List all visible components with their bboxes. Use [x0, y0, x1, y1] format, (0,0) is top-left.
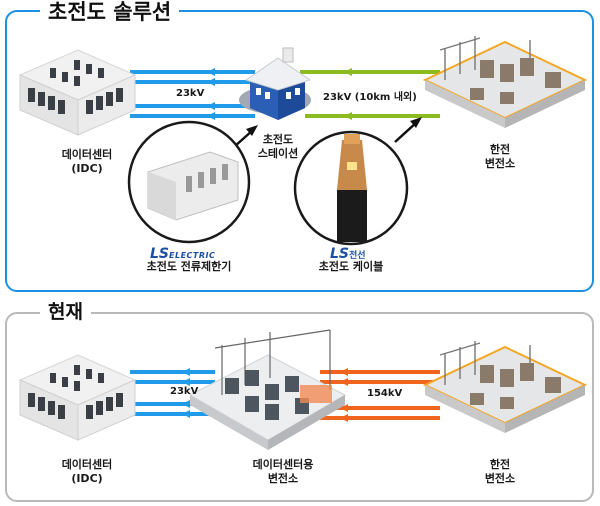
idc-label-bottom: 데이터센터 (IDC) [42, 458, 132, 486]
kepco-label-bottom: 한전 변전소 [465, 458, 535, 486]
ls-electric-logo: LSELECTRIC [150, 243, 215, 262]
blue-arrowheads-top [207, 68, 215, 120]
idc-label-line2: (IDC) [71, 162, 103, 175]
idc-label-bottom-line2: (IDC) [71, 472, 103, 485]
idc-substation-label-line1: 데이터센터용 [252, 458, 314, 471]
kepco-label-top: 한전 변전소 [465, 143, 535, 171]
ls-cable-logo-word: 전선 [349, 251, 366, 261]
ls-cable-logo: LS전선 [330, 243, 366, 262]
voltage-label-kepco-top: 23kV (10km 내외) [323, 92, 417, 103]
blue-flow-lines-top [130, 70, 255, 118]
station-label-line1: 초전도 [262, 133, 294, 146]
ls-electric-logo-ls: LS [150, 246, 170, 262]
idc-substation-label: 데이터센터용 변전소 [238, 458, 328, 486]
kepco-substation-top [422, 36, 588, 128]
idc-label-bottom-line1: 데이터센터 [61, 458, 113, 471]
idc-servers-top [18, 49, 137, 136]
voltage-label-kepco-bottom: 154kV [367, 388, 403, 399]
ls-electric-logo-word: ELECTRIC [169, 251, 216, 260]
idc-label-top: 데이터센터 (IDC) [42, 148, 132, 176]
station-label-line2: 스테이션 [257, 147, 299, 160]
ls-cable-logo-ls: LS [330, 246, 350, 262]
idc-servers-bottom [18, 354, 137, 441]
superconducting-cable-illustration [293, 130, 409, 246]
current-title: 현재 [40, 300, 91, 324]
limiter-caption: 초전도 전류제한기 [146, 260, 232, 273]
superconducting-station-building [239, 47, 312, 120]
cable-caption: 초전도 케이블 [318, 260, 384, 273]
voltage-label-idc-top: 23kV [176, 88, 205, 99]
voltage-label-idc-bottom: 23kV [170, 386, 199, 397]
kepco-label-line1: 한전 [489, 143, 511, 156]
kepco-label-line2: 변전소 [484, 157, 516, 170]
solution-title: 초전도 솔루션 [40, 0, 180, 24]
orange-arrowheads [340, 368, 348, 422]
idc-substation [188, 329, 347, 450]
kepco-label-bottom-line1: 한전 [489, 458, 511, 471]
blue-arrowheads-bottom [182, 368, 190, 418]
kepco-label-bottom-line2: 변전소 [484, 472, 516, 485]
green-arrowheads [344, 68, 352, 120]
current-limiter-illustration [127, 120, 251, 244]
green-flow-lines [300, 70, 440, 118]
idc-label-line1: 데이터센터 [61, 148, 113, 161]
station-label: 초전도 스테이션 [248, 133, 308, 161]
idc-substation-label-line2: 변전소 [267, 472, 299, 485]
kepco-substation-bottom [422, 341, 588, 433]
